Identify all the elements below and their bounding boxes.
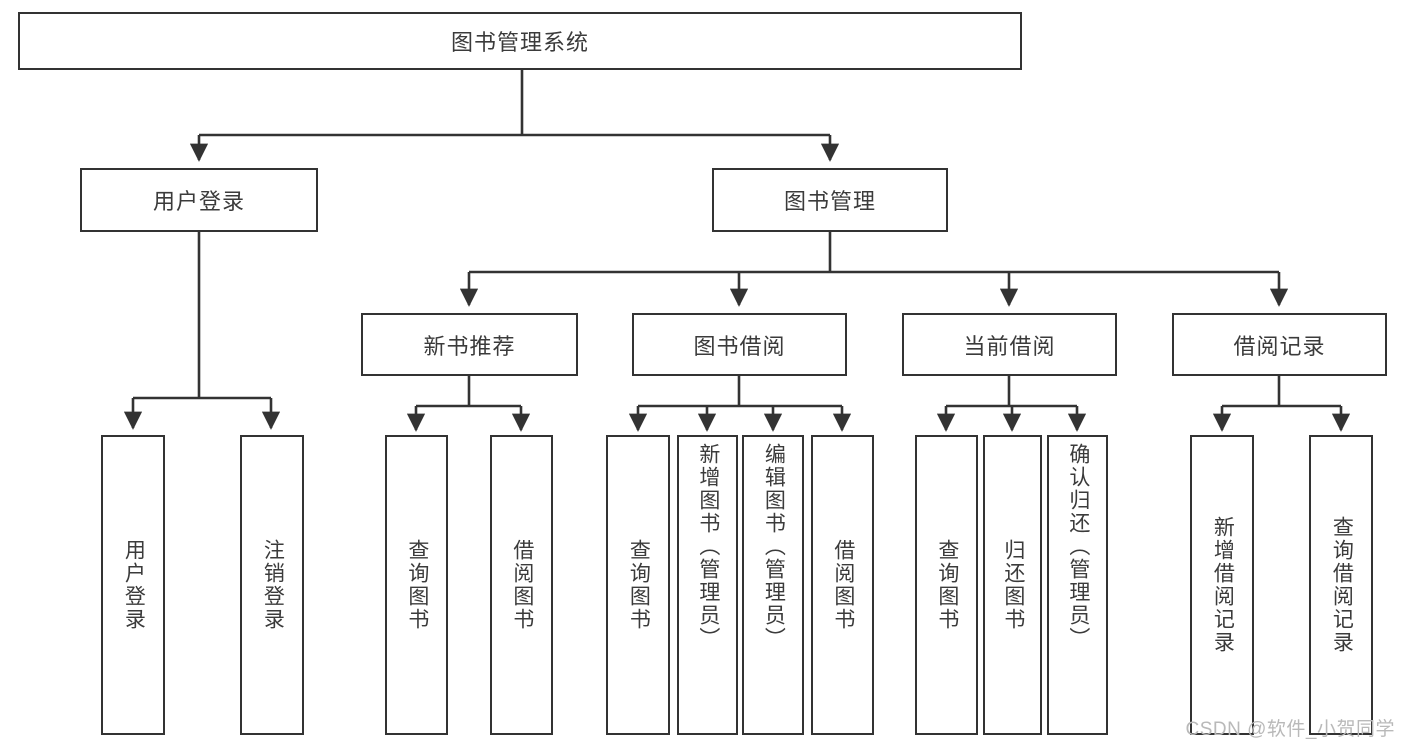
leaf-query-book-2[interactable]: 查询图书 [606,435,670,735]
leaf-query-record-label: 查询借阅记录 [1330,516,1354,654]
node-book-borrow[interactable]: 图书借阅 [632,313,847,376]
node-user-login[interactable]: 用户登录 [80,168,318,232]
leaf-confirm-return-label: 确认归还（管理员） [1066,443,1090,650]
node-book-manage-label: 图书管理 [783,189,876,214]
leaf-query-book-3[interactable]: 查询图书 [915,435,978,735]
node-new-book-recommend[interactable]: 新书推荐 [361,313,578,376]
node-borrow-record-label: 借阅记录 [1233,333,1326,359]
watermark-text: CSDN @软件_小贺同学 [1185,719,1395,740]
leaf-borrow-book-1-label: 借阅图书 [510,539,534,631]
node-root-system-label: 图书管理系统 [450,30,589,55]
leaf-user-login-label: 用户登录 [122,539,146,631]
leaf-user-login[interactable]: 用户登录 [101,435,165,735]
leaf-borrow-book-2-label: 借阅图书 [831,539,855,631]
node-book-manage[interactable]: 图书管理 [712,168,948,232]
leaf-add-book-label: 新增图书（管理员） [696,443,720,650]
leaf-add-record[interactable]: 新增借阅记录 [1190,435,1254,735]
leaf-add-book[interactable]: 新增图书（管理员） [677,435,738,735]
leaf-edit-book[interactable]: 编辑图书（管理员） [742,435,804,735]
leaf-add-record-label: 新增借阅记录 [1211,516,1235,654]
leaf-query-book-2-label: 查询图书 [627,539,651,631]
leaf-edit-book-label: 编辑图书（管理员） [762,443,786,650]
leaf-query-book-1[interactable]: 查询图书 [385,435,448,735]
node-current-borrow-label: 当前借阅 [963,333,1056,359]
node-root-system[interactable]: 图书管理系统 [18,12,1022,70]
leaf-borrow-book-2[interactable]: 借阅图书 [811,435,874,735]
node-borrow-record[interactable]: 借阅记录 [1172,313,1387,376]
leaf-logout-login-label: 注销登录 [261,539,285,631]
leaf-borrow-book-1[interactable]: 借阅图书 [490,435,553,735]
leaf-query-record[interactable]: 查询借阅记录 [1309,435,1373,735]
node-user-login-label: 用户登录 [152,189,245,214]
node-book-borrow-label: 图书借阅 [693,333,786,359]
leaf-logout-login[interactable]: 注销登录 [240,435,304,735]
leaf-return-book-label: 归还图书 [1001,539,1025,631]
node-current-borrow[interactable]: 当前借阅 [902,313,1117,376]
leaf-confirm-return[interactable]: 确认归还（管理员） [1047,435,1108,735]
leaf-return-book[interactable]: 归还图书 [983,435,1042,735]
leaf-query-book-3-label: 查询图书 [935,539,959,631]
leaf-query-book-1-label: 查询图书 [405,539,429,631]
node-new-book-recommend-label: 新书推荐 [423,333,516,359]
